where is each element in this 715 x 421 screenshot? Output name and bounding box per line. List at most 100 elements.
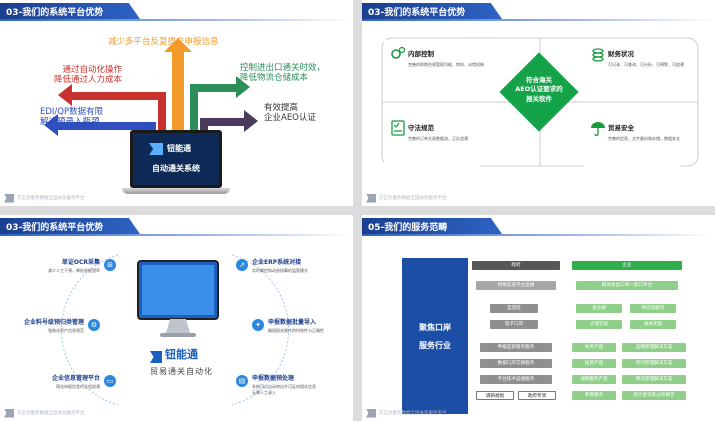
quad-title: 财务状况 xyxy=(608,50,634,58)
header-text: 03-我们的系统平台优势 xyxy=(368,8,466,18)
center-text: 符合海关 AEO认证要求的 报关软件 xyxy=(502,76,576,104)
feature-title: 企业信息管理平台 xyxy=(51,375,100,382)
slide-header: 05-我们的服务范畴 xyxy=(362,218,502,234)
ent-sub: 报关进出口单一窗口平台 xyxy=(576,281,678,290)
slide-4[interactable]: 05-我们的服务范畴 聚焦口岸 服务行业 政府 企业 特殊区域平台运维 报关进出… xyxy=(362,215,715,421)
ent-clearance: 通关无纸 xyxy=(630,320,676,329)
ent-list2-item: 物流管理解决方案 xyxy=(622,375,686,384)
col-gov-head: 政府 xyxy=(472,261,560,270)
label-left1-line1: 通过自动化操作 xyxy=(62,65,123,75)
footer-logo-icon xyxy=(4,193,14,203)
col-ent-head: 企业 xyxy=(572,261,682,270)
feature-title: 申报数据预处理 xyxy=(252,375,295,382)
center-line3: 报关软件 xyxy=(526,94,552,103)
quad-desc: 可记录、可查询、可分析、可预警、可追溯 xyxy=(608,62,684,67)
footer: 方正达服务数据全国关贸服务平台 xyxy=(366,408,447,418)
gov-eport: 电子口岸 xyxy=(490,320,538,329)
quad-title: 贸易安全 xyxy=(608,124,634,132)
feature-title: 企业ERP系统对接 xyxy=(252,259,302,266)
slide-3[interactable]: 03-我们的系统平台优势 ⊞ ⚙ ▭ ↗ ✦ ▤ 单证OCR采集 减少人工干预，… xyxy=(0,215,353,421)
label-left1-line2: 降低通过人力成本 xyxy=(54,74,123,85)
quadrant-finance: 财务状况 可记录、可查询、可分析、可预警、可追溯 xyxy=(584,40,684,100)
ent-list1-item: 加贸产品 xyxy=(572,359,616,368)
feature-desc: 实时掌控和动态核算的监管模式 xyxy=(252,268,308,273)
arc-graphic xyxy=(60,254,290,406)
label-right1-line2: 降低物流仓储成本 xyxy=(240,72,309,83)
feature-desc2: 无需人工录入 xyxy=(252,390,276,395)
ent-list2-item: 运输管理解决方案 xyxy=(622,343,686,352)
quad-title: 内部控制 xyxy=(408,50,434,58)
network-icon: ✦ xyxy=(252,319,264,331)
footer-text: 方正达服务数据全国关贸服务平台 xyxy=(17,411,85,416)
label-right2-line2: 企业AEO认证 xyxy=(264,112,316,123)
coins-icon xyxy=(592,48,604,62)
footer-logo-icon xyxy=(366,193,376,203)
header-text: 03-我们的系统平台优势 xyxy=(6,8,104,18)
quadrant-compliance: 守法规范 完善的订单交易数据流，正反追溯 xyxy=(384,114,480,174)
laptop: 钮能通 自动通关系统 xyxy=(122,130,230,198)
quadrant-internal-control: 内部控制 完善的前期合规管理功能，审核、纠错机制 xyxy=(384,40,484,100)
footer-text: 方正达服务数据全国关贸服务平台 xyxy=(379,411,447,416)
blue-arrow xyxy=(44,114,156,150)
ent-list1-item: 保税服务产品 xyxy=(572,375,616,384)
label-top: 减少多平台反复提交申报信息 xyxy=(108,37,219,47)
laptop-screen: 钮能通 自动通关系统 xyxy=(130,130,222,188)
slide-1[interactable]: 03-我们的系统平台优势 减少多平台反复提交申报信息 通过自动化操作 降低通过人… xyxy=(0,0,353,206)
red-arrow xyxy=(58,84,166,150)
label-left2-line2: 解决预录入瓶颈 xyxy=(40,116,100,127)
brand-logo-icon xyxy=(150,351,162,363)
chart-icon: ▤ xyxy=(236,375,248,387)
ocr-icon: ⊞ xyxy=(104,259,116,271)
slide-header: 03-我们的系统平台优势 xyxy=(362,3,502,19)
purple-arrow xyxy=(200,110,258,150)
feature-desc: 确保报关操作的时效性与正确性 xyxy=(268,328,324,333)
slide-header: 03-我们的系统平台优势 xyxy=(0,3,140,19)
footer-logo-icon xyxy=(4,408,14,418)
export-icon: ↗ xyxy=(236,259,248,271)
feature-desc: 强制化资产信息规范 xyxy=(48,328,84,333)
feature-preprocess: 申报数据预处理 系统可以自动审出许可证的相关信息 无需人工录入 xyxy=(252,373,316,396)
label-right2-line1: 有效提高 xyxy=(264,103,299,113)
quad-desc: 完善的前期合规管理功能，审核、纠错机制 xyxy=(408,62,484,67)
feature-batch-import: 申报数据批量导入 确保报关操作的时效性与正确性 xyxy=(268,317,324,334)
center-line2: AEO认证要求的 xyxy=(515,85,563,94)
ent-list2-item: 货代管理解决方案 xyxy=(622,359,686,368)
feature-desc: 简化申报信息的全程追溯 xyxy=(56,384,100,389)
footer-text: 方正达服务数据全国关贸服务平台 xyxy=(379,196,447,201)
ent-list2-item: 统计查询及分析报告 xyxy=(622,391,686,400)
center-line1: 符合海关 xyxy=(526,76,552,84)
gov-special: 政府专项 xyxy=(518,391,556,400)
slogan: 贸易通关自动化 xyxy=(150,367,213,376)
system-name: 自动通关系统 xyxy=(152,164,200,173)
header-text: 03-我们的系统平台优势 xyxy=(6,223,104,233)
research-planning: 调研规划 xyxy=(476,391,514,400)
feature-desc: 系统可以自动审出许可证的相关信息 xyxy=(252,384,316,389)
feature-title: 申报数据批量导入 xyxy=(268,319,317,326)
brand-name: 钮能通 xyxy=(165,348,198,361)
ent-warehouse: 仓储无纸 xyxy=(576,320,622,329)
brand-name: 钮能通 xyxy=(167,144,191,153)
label-right1-line1: 控制进出口通关时效， xyxy=(240,63,326,73)
feature-title: 企业料号级预归类管理 xyxy=(23,319,84,326)
checklist-icon xyxy=(391,120,405,136)
footer: 方正达服务数据全国关贸服务平台 xyxy=(4,193,85,203)
monitor-icon: ▭ xyxy=(104,375,116,387)
footer: 方正达服务数据全国关贸服务平台 xyxy=(366,193,447,203)
slide-2[interactable]: 03-我们的系统平台优势 内部控制 完善的前期合规管理功能，审核、纠错机制 财务… xyxy=(362,0,715,206)
header-text: 05-我们的服务范畴 xyxy=(368,223,448,233)
slide-header: 03-我们的系统平台优势 xyxy=(0,218,140,234)
label-left1: 通过自动化操作 降低通过人力成本 xyxy=(54,65,123,86)
quad-title: 守法规范 xyxy=(408,124,434,132)
feature-desc: 减少人工干预，降低申报错率 xyxy=(48,268,100,273)
brand-logo-icon xyxy=(149,143,163,155)
label-left2-line1: EDI/QP数据有限 xyxy=(40,107,104,117)
ent-owner: 货主端 xyxy=(576,304,622,313)
feature-erp: 企业ERP系统对接 实时掌控和动态核算的监管模式 xyxy=(252,257,308,274)
ent-supply: 供应链服务 xyxy=(630,304,676,313)
ent-list1-item: 参数服务 xyxy=(572,391,616,400)
feature-title: 单证OCR采集 xyxy=(61,259,100,266)
feature-classification: 企业料号级预归类管理 强制化资产信息规范 xyxy=(4,317,84,334)
feature-ocr: 单证OCR采集 减少人工干预，降低申报错率 xyxy=(26,257,100,274)
focus-line1: 聚焦口岸 xyxy=(419,323,451,332)
